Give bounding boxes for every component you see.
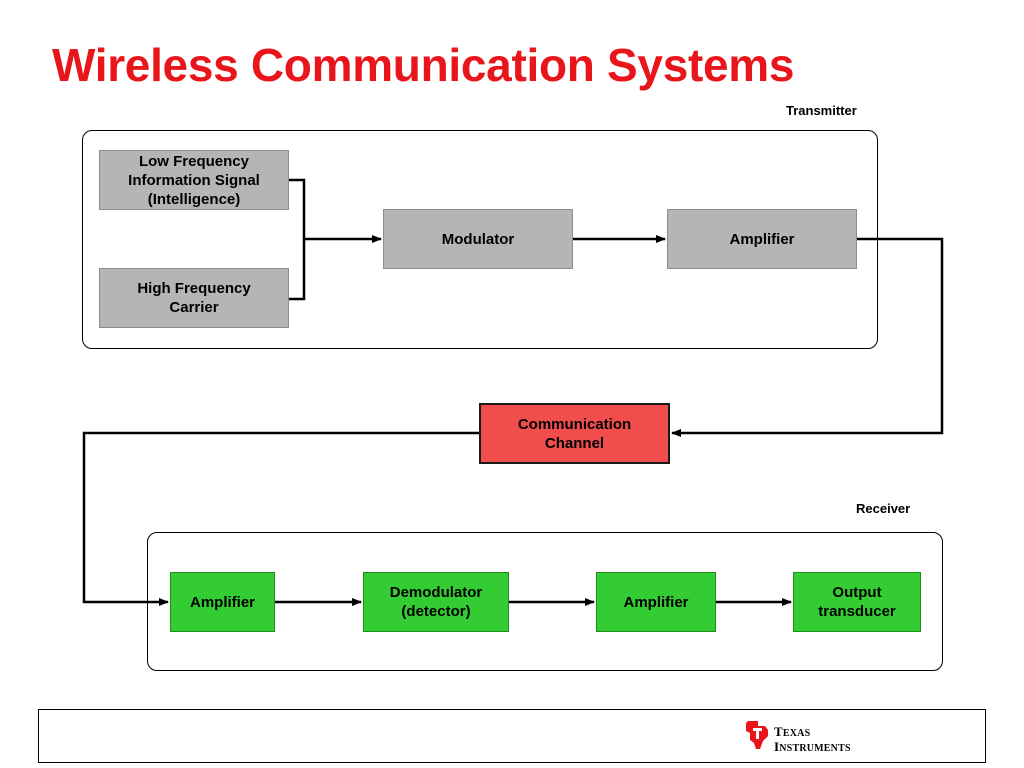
ti-logo-t: T xyxy=(774,724,783,739)
wire-low-freq-to-merge xyxy=(289,178,306,301)
ti-logo-i: I xyxy=(774,739,780,754)
footer-bar xyxy=(38,709,986,763)
ti-wordmark: TEXAS INSTRUMENTS xyxy=(774,725,851,755)
ti-logo-exas: EXAS xyxy=(782,728,811,739)
low-frequency-signal-block: Low Frequency Information Signal (Intell… xyxy=(99,150,289,210)
ti-state-icon xyxy=(746,721,768,749)
wire-channel-to-receiver xyxy=(82,431,479,606)
receiver-amplifier-out-block: Amplifier xyxy=(596,572,716,632)
transmitter-label: Transmitter xyxy=(786,103,857,118)
communication-channel-block: Communication Channel xyxy=(479,403,670,464)
high-frequency-carrier-block: High Frequency Carrier xyxy=(99,268,289,328)
output-transducer-block: Output transducer xyxy=(793,572,921,632)
receiver-label: Receiver xyxy=(856,501,911,516)
texas-instruments-logo: TEXAS INSTRUMENTS xyxy=(744,719,884,755)
page-title: Wireless Communication Systems xyxy=(52,39,795,91)
receiver-amplifier-in-block: Amplifier xyxy=(170,572,275,632)
modulator-block: Modulator xyxy=(383,209,573,269)
transmitter-amplifier-block: Amplifier xyxy=(667,209,857,269)
demodulator-block: Demodulator (detector) xyxy=(363,572,509,632)
wire-amplifier-to-channel xyxy=(671,237,944,437)
ti-logo-nstruments: NSTRUMENTS xyxy=(779,743,851,754)
